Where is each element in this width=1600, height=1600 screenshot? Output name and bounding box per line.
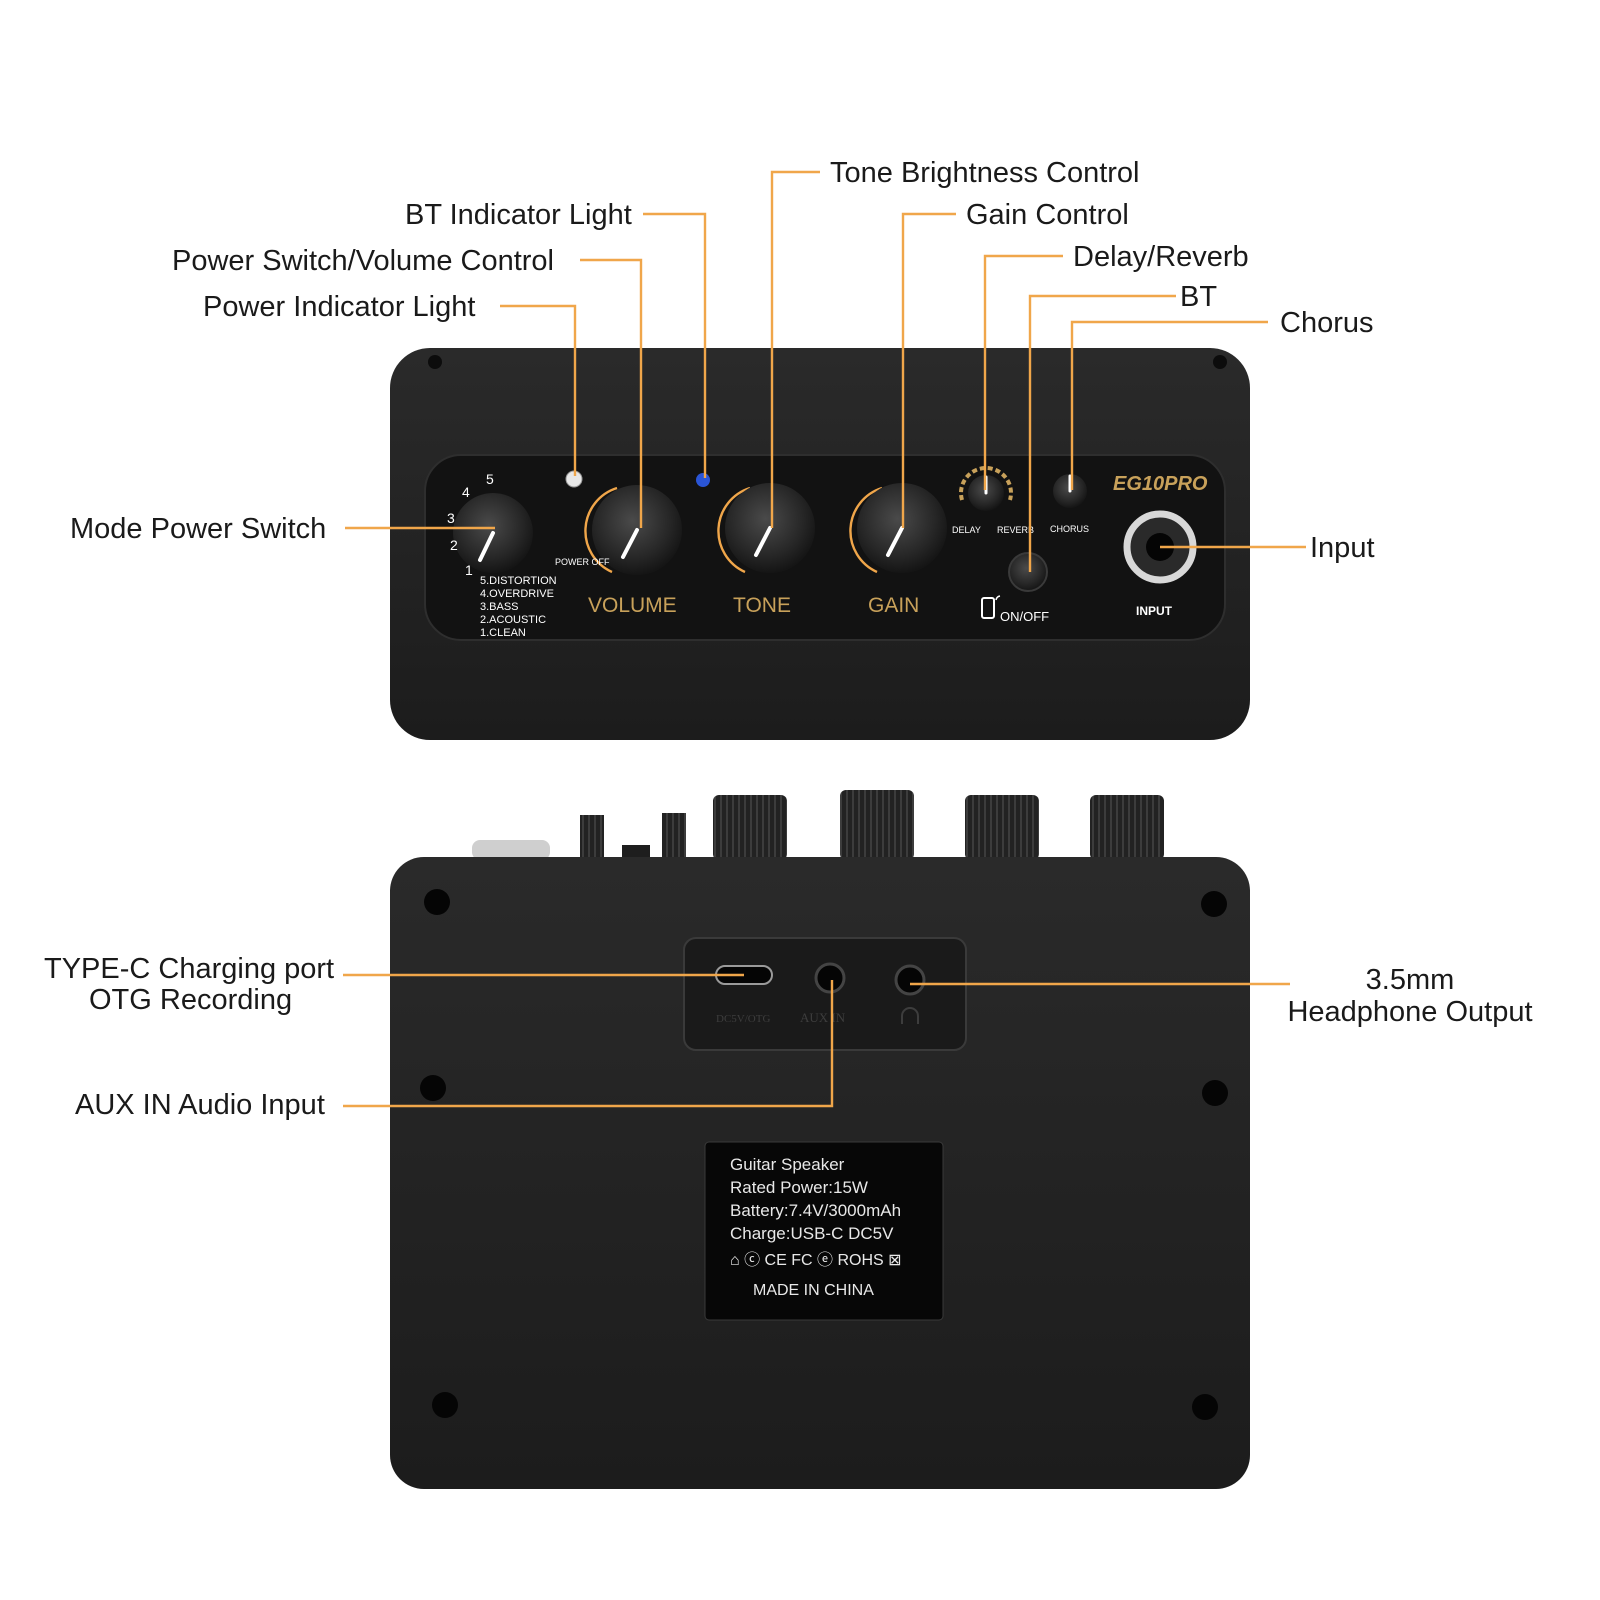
mode-number-2: 2 xyxy=(450,537,458,553)
screw-hole xyxy=(428,355,442,369)
bt-onoff-button[interactable] xyxy=(1008,552,1048,592)
gain-arc xyxy=(849,486,883,574)
protruding-knobs xyxy=(472,790,1164,860)
callout-typec-line1: TYPE-C Charging port xyxy=(44,953,334,985)
typec-port-label: DC5V/OTG xyxy=(716,1013,770,1025)
mode-number-4: 4 xyxy=(462,484,470,500)
brand-logo: EG10PRO xyxy=(1113,473,1208,495)
knob-side-tone xyxy=(840,790,914,860)
mode-list-item: 1.CLEAN xyxy=(480,627,526,639)
callout-typec-line2: OTG Recording xyxy=(89,984,292,1016)
plate-line: Charge:USB-C DC5V xyxy=(730,1224,894,1243)
callout-tone-brightness: Tone Brightness Control xyxy=(830,157,1140,189)
callout-mode-power-switch: Mode Power Switch xyxy=(70,513,326,545)
tone-arc xyxy=(717,486,751,574)
screw-hole xyxy=(1201,891,1227,917)
screw-hole xyxy=(1213,355,1227,369)
mode-list-item: 4.OVERDRIVE xyxy=(480,588,554,600)
small-knob-side xyxy=(580,815,604,860)
onoff-label: ON/OFF xyxy=(1000,609,1049,624)
leader-power-switch-volume xyxy=(580,258,643,528)
headphone-icon xyxy=(901,1007,919,1024)
delay-reverb-arc xyxy=(959,466,1013,501)
made-in-label: MADE IN CHINA xyxy=(753,1282,874,1299)
leader-bt xyxy=(1028,294,1176,572)
aux-port-label: AUX IN xyxy=(800,1010,846,1025)
knob-side-volume xyxy=(713,795,787,860)
port-panel xyxy=(683,937,967,1051)
leader-aux-in xyxy=(343,980,834,1108)
callout-chorus: Chorus xyxy=(1280,307,1374,339)
callout-headphone-line2: Headphone Output xyxy=(1287,996,1532,1028)
gain-label: GAIN xyxy=(868,594,919,617)
callout-power-switch-volume: Power Switch/Volume Control xyxy=(172,245,554,277)
bt-indicator-led xyxy=(696,473,710,487)
callout-delay-reverb: Delay/Reverb xyxy=(1073,241,1249,273)
top-unit: 1 2 3 4 5 5.DISTORTION 4.OVERDRIVE 3.BAS… xyxy=(390,348,1250,740)
knob-pointer xyxy=(886,526,904,557)
callout-bt: BT xyxy=(1180,281,1217,313)
mode-number-1: 1 xyxy=(465,562,473,578)
plate-line: Rated Power:15W xyxy=(730,1178,868,1197)
callout-gain: Gain Control xyxy=(966,199,1129,231)
knob-pointer xyxy=(754,526,772,557)
power-off-label: POWER OFF xyxy=(555,557,610,567)
jack-nut xyxy=(472,840,550,860)
plate-line: Guitar Speaker xyxy=(730,1155,845,1174)
leader-chorus xyxy=(1070,320,1268,490)
delay-label: DELAY xyxy=(952,525,981,535)
certification-marks: ⌂ ⓒ CE FC ⓔ ROHS ⊠ xyxy=(730,1251,902,1269)
leader-lines xyxy=(343,170,1306,1108)
knob-pointer xyxy=(478,531,495,562)
headphone-jack[interactable] xyxy=(894,964,926,996)
leader-power-indicator xyxy=(500,304,577,476)
input-label: INPUT xyxy=(1136,604,1173,618)
reverb-label: REVERB xyxy=(997,525,1034,535)
rating-label-plate xyxy=(704,1141,944,1321)
phone-icon xyxy=(981,595,1001,619)
volume-label: VOLUME xyxy=(588,594,677,617)
mode-number-3: 3 xyxy=(447,510,455,526)
callout-labels: Tone Brightness Control BT Indicator Lig… xyxy=(44,157,1533,1121)
aux-in-jack[interactable] xyxy=(814,962,846,994)
screw-hole xyxy=(420,1075,446,1101)
plate-line: Battery:7.4V/3000mAh xyxy=(730,1201,901,1220)
mode-knob[interactable] xyxy=(453,493,533,573)
screw-hole xyxy=(1202,1080,1228,1106)
bottom-unit: DC5V/OTG AUX IN Guitar Speaker Rated Pow… xyxy=(390,790,1250,1489)
knob-pointer xyxy=(621,528,639,559)
callout-aux-in: AUX IN Audio Input xyxy=(75,1089,325,1121)
mode-list-item: 2.ACOUSTIC xyxy=(480,614,546,626)
control-panel xyxy=(424,454,1226,641)
callout-power-indicator: Power Indicator Light xyxy=(203,291,475,323)
screw-hole xyxy=(424,889,450,915)
small-knob-side xyxy=(662,813,686,860)
screw-hole xyxy=(432,1392,458,1418)
leader-delay-reverb xyxy=(983,254,1063,490)
leader-tone-brightness xyxy=(770,170,820,528)
callout-headphone-line1: 3.5mm xyxy=(1366,964,1455,996)
knob-side-mode xyxy=(1090,795,1164,860)
button-side xyxy=(622,845,650,860)
knob-side-gain xyxy=(965,795,1039,860)
screw-hole xyxy=(1192,1394,1218,1420)
mode-list-item: 5.DISTORTION xyxy=(480,575,557,587)
callout-bt-indicator: BT Indicator Light xyxy=(405,199,632,231)
mode-number-5: 5 xyxy=(486,471,494,487)
tone-label: TONE xyxy=(733,594,791,617)
volume-arc xyxy=(584,486,618,574)
callout-input: Input xyxy=(1310,532,1375,564)
leader-bt-indicator xyxy=(643,212,707,478)
mode-list-item: 3.BASS xyxy=(480,601,519,613)
chorus-label: CHORUS xyxy=(1050,524,1089,534)
leader-gain xyxy=(901,212,956,528)
